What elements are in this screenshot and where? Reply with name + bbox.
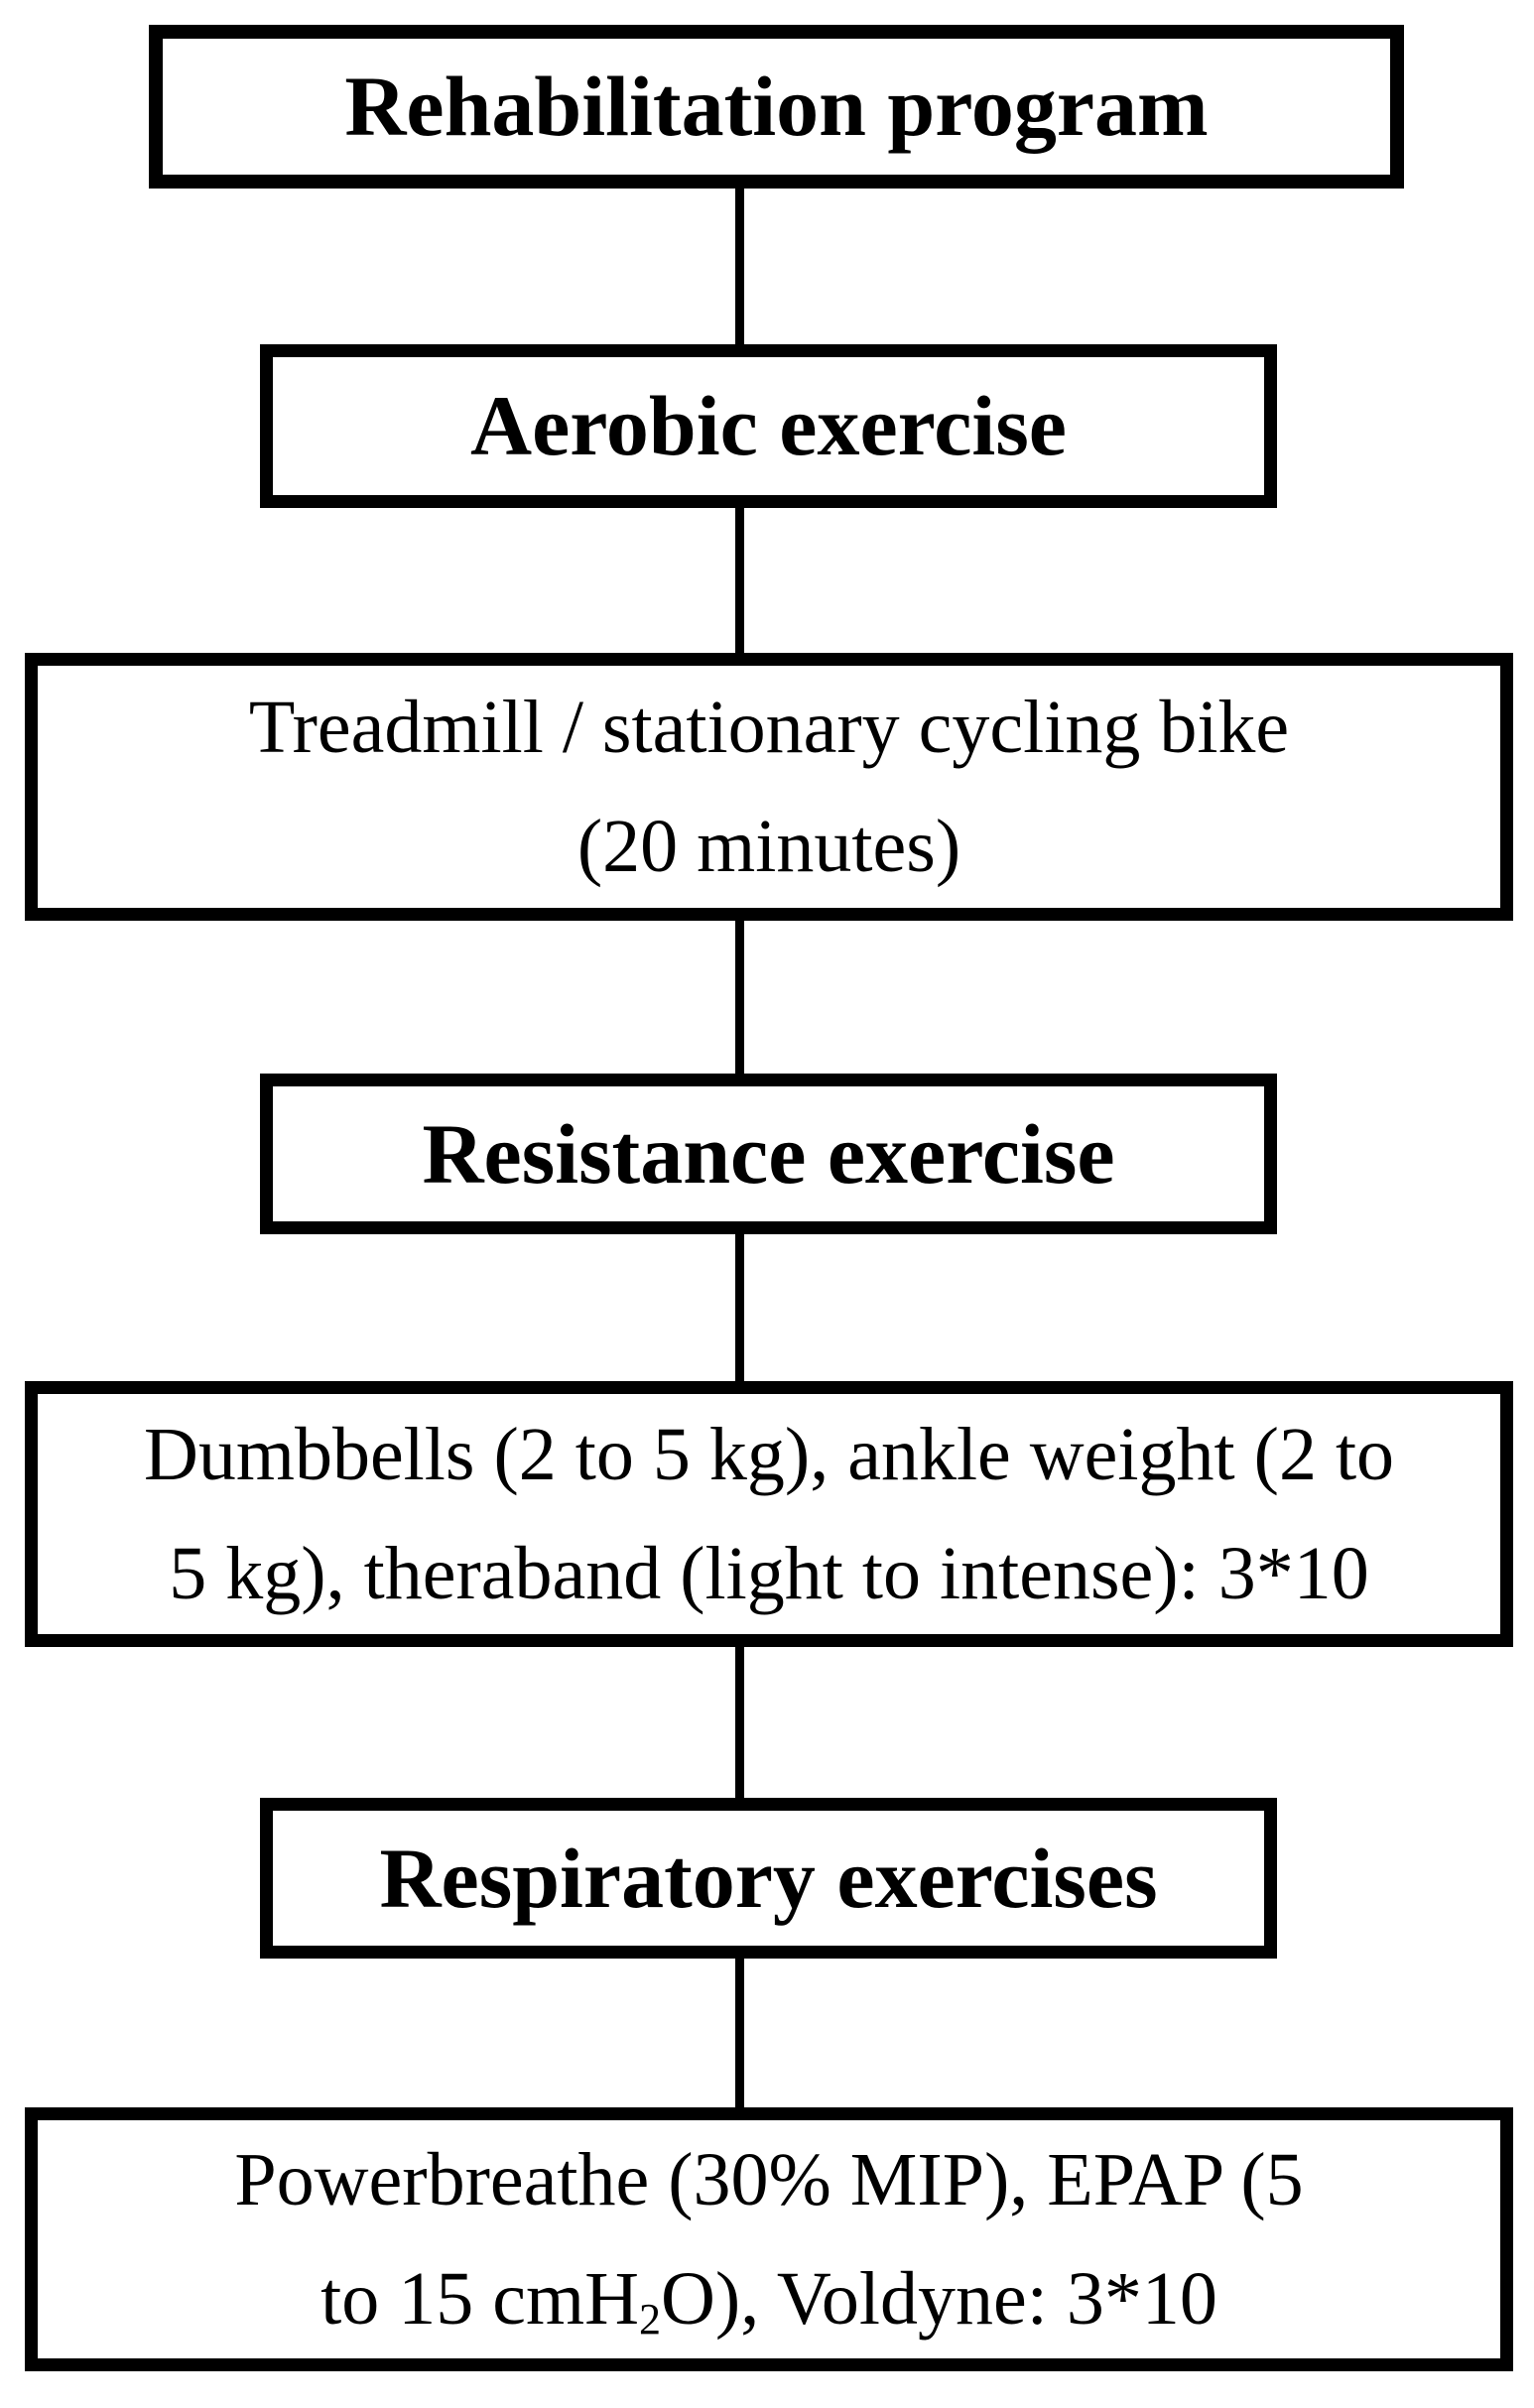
line2-post: O), Voldyne: 3*10 (661, 2257, 1217, 2341)
node-label-line-1: Powerbreathe (30% MIP), EPAP (5 (234, 2137, 1304, 2221)
node-label-line-2: 5 kg), theraband (light to intense): 3*1… (169, 1532, 1369, 1615)
node-label-line-2: to 15 cmH2O), Voldyne: 3*10 (320, 2239, 1217, 2358)
connector-line (735, 506, 744, 655)
connector-line (735, 187, 744, 346)
connector-line (735, 1232, 744, 1383)
connector-line (735, 919, 744, 1076)
node-label: Rehabilitation program (344, 59, 1209, 155)
node-label-line-1: Dumbbells (2 to 5 kg), ankle weight (2 t… (143, 1412, 1395, 1496)
node-label: Respiratory exercises (379, 1830, 1158, 1926)
node-aerobic-exercise: Aerobic exercise (260, 344, 1277, 508)
node-rehabilitation-program: Rehabilitation program (149, 25, 1404, 189)
subscript-2: 2 (638, 2294, 662, 2344)
connector-line (735, 1645, 744, 1800)
node-resistance-exercise: Resistance exercise (260, 1074, 1277, 1234)
node-label: Resistance exercise (422, 1105, 1115, 1202)
node-label-line-2: (20 minutes) (576, 805, 961, 888)
line2-pre: to 15 cmH (320, 2257, 639, 2341)
node-label: Aerobic exercise (470, 378, 1067, 474)
connector-line (735, 1957, 744, 2109)
node-resistance-detail: Dumbbells (2 to 5 kg), ankle weight (2 t… (25, 1381, 1513, 1647)
node-label-line-1: Treadmill / stationary cycling bike (248, 685, 1290, 769)
node-respiratory-detail: Powerbreathe (30% MIP), EPAP (5 to 15 cm… (25, 2107, 1513, 2371)
node-respiratory-exercises: Respiratory exercises (260, 1798, 1277, 1959)
node-aerobic-detail: Treadmill / stationary cycling bike (20 … (25, 653, 1513, 921)
